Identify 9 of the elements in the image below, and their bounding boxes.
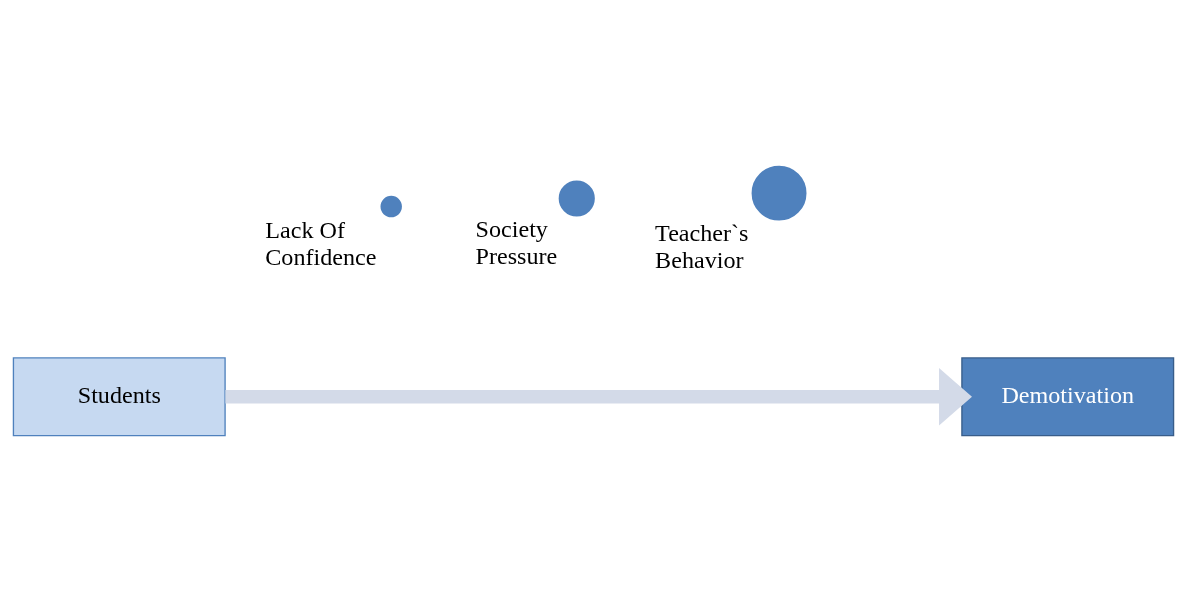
arrow bbox=[225, 367, 972, 426]
node-label: Lack Of Confidence bbox=[265, 216, 377, 270]
node-box: Demotivation bbox=[961, 356, 1175, 436]
node-label: Society Pressure bbox=[475, 215, 558, 269]
node-label: Teacher`s Behavior bbox=[655, 219, 749, 273]
node-circle bbox=[748, 162, 810, 223]
node-circle bbox=[556, 177, 598, 219]
node-box: Students bbox=[12, 356, 226, 436]
node-circle bbox=[377, 192, 405, 220]
